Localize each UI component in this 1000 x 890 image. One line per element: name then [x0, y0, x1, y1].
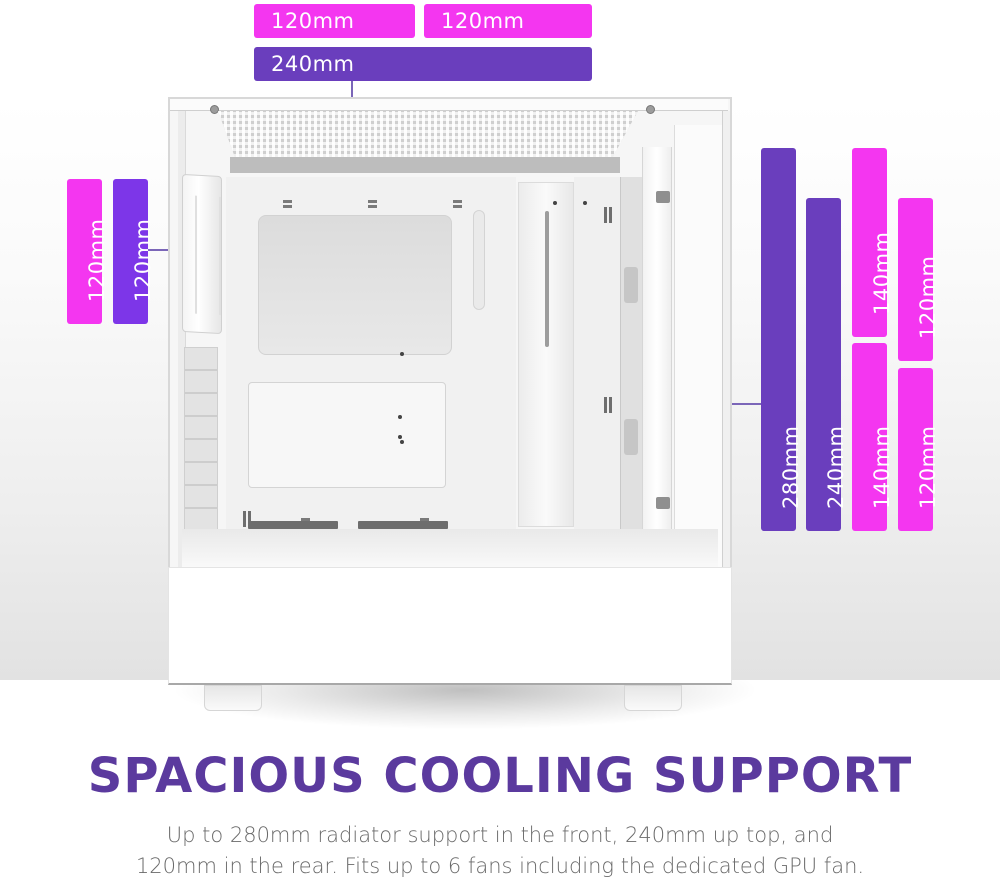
front-bracket-cutout-lower [624, 419, 638, 455]
thumb-screw-lower-icon [656, 497, 670, 509]
front-radiator-bracket [620, 177, 642, 537]
top-radiator-bracket [230, 157, 620, 173]
description: Up to 280mm radiator support in the fron… [0, 820, 1000, 882]
top-rear-screw-icon [210, 105, 219, 114]
tray-right-section [574, 177, 620, 532]
top-fan-label-right-text: 120mm [441, 9, 525, 33]
headline: SPACIOUS COOLING SUPPORT [87, 748, 913, 804]
front-fan-120-top-label: 120mm [898, 198, 940, 361]
description-line-2: 120mm in the rear. Fits up to 6 fans inc… [135, 854, 865, 878]
front-radiator-240-label: 240mm [806, 198, 848, 531]
tie-point-icon [301, 518, 310, 521]
standoff-dot [400, 352, 404, 356]
pci-expansion-slots [184, 347, 218, 535]
rear-fan-label: 120mm [67, 179, 109, 324]
top-fan-label-right: 120mm [424, 4, 592, 38]
rear-radiator-label: 120mm [113, 179, 155, 324]
case-foot-right [624, 685, 682, 711]
rear-radiator-label-text: 120mm [130, 218, 155, 303]
standoff-dot [398, 415, 402, 419]
top-radiator-label-text: 240mm [271, 52, 355, 76]
tie-point-icon [420, 518, 429, 521]
pc-case-illustration [168, 97, 732, 711]
case-foot-left [204, 685, 262, 711]
front-radiator-280-label-text: 280mm [778, 425, 803, 510]
front-fan-140-bottom-label-text: 140mm [869, 425, 894, 510]
tie-point-icon [283, 200, 292, 203]
psu-shroud-vent-left [248, 521, 338, 529]
front-panel-edge [722, 111, 730, 567]
tie-slot-icon [604, 207, 607, 223]
front-fan-140-bottom-label: 140mm [852, 343, 894, 531]
front-fan-120-bottom-label: 120mm [898, 368, 940, 531]
standoff-dot [400, 440, 404, 444]
psu-shroud-top [182, 529, 718, 567]
rear-exhaust-fan [182, 173, 222, 335]
psu-cover-plate [248, 382, 446, 488]
thumb-screw-upper-icon [656, 191, 670, 203]
cable-grommet-slot [473, 210, 485, 310]
front-radiator-240-label-text: 240mm [823, 425, 848, 510]
psu-basement-panel [168, 567, 732, 685]
standoff-dot [398, 435, 402, 439]
tie-point-icon [368, 200, 377, 203]
cable-management-bar [518, 182, 574, 527]
top-mesh-vent [218, 111, 638, 157]
top-connector-line [351, 81, 353, 101]
front-fan-120-bottom-label-text: 120mm [915, 425, 940, 510]
top-radiator-label: 240mm [254, 47, 592, 81]
standoff-dot [583, 201, 587, 205]
front-pillar [642, 147, 672, 547]
tie-point-icon [453, 200, 462, 203]
rear-fan-label-text: 120mm [84, 218, 109, 303]
top-front-screw-icon [646, 105, 655, 114]
tie-slot-icon [243, 511, 246, 527]
front-fan-120-top-label-text: 120mm [915, 255, 940, 340]
front-bracket-cutout-upper [624, 267, 638, 303]
front-fan-140-top-label-text: 140mm [869, 231, 894, 316]
front-panel [674, 125, 722, 567]
top-fan-label-left: 120mm [254, 4, 415, 38]
front-fan-140-top-label: 140mm [852, 148, 894, 337]
psu-shroud-vent-right [358, 521, 448, 529]
cpu-cooler-cutout [258, 215, 452, 355]
case-top-rail [170, 99, 728, 111]
case-rear-wall [178, 111, 186, 567]
standoff-dot [553, 201, 557, 205]
rear-connector-line [148, 249, 172, 251]
top-fan-label-left-text: 120mm [271, 9, 355, 33]
tie-slot-icon [604, 397, 607, 413]
description-line-1: Up to 280mm radiator support in the fron… [166, 823, 834, 847]
front-radiator-280-label: 280mm [761, 148, 803, 531]
